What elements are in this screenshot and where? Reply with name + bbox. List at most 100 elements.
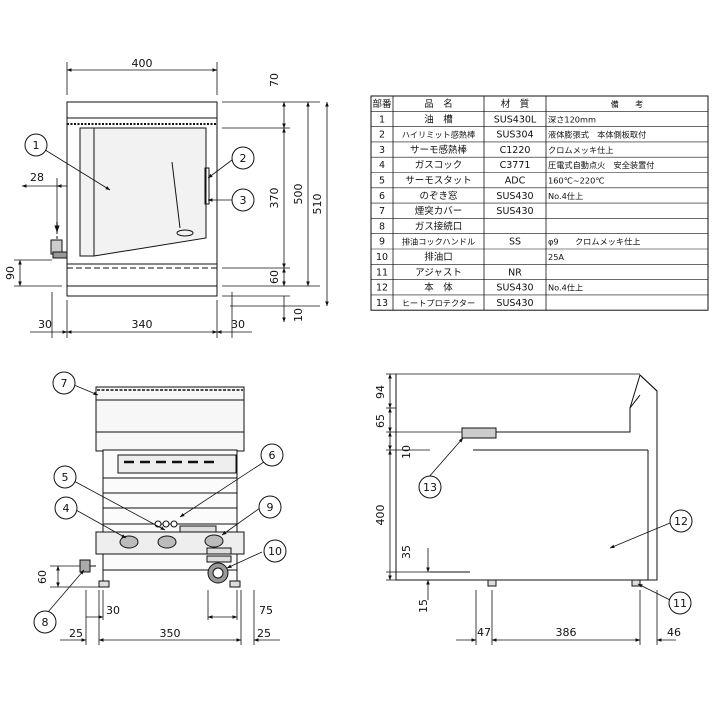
callout-4: 4 [54, 496, 78, 520]
table-cell: 10 [376, 252, 388, 263]
svg-text:3: 3 [240, 194, 247, 207]
table-cell: 本 体 [424, 282, 453, 294]
table-cell: 13 [376, 298, 388, 309]
dim-front-75: 75 [259, 604, 273, 617]
table-cell: 160℃~220℃ [548, 176, 605, 186]
dim-500: 500 [292, 184, 305, 205]
callout-2: 2 [231, 146, 255, 170]
dim-side-46: 46 [667, 626, 681, 639]
table-cell: 排油口 [424, 251, 453, 263]
heat-protector [461, 427, 497, 439]
oil-tank [79, 127, 207, 257]
front-view [79, 386, 245, 588]
dim-340: 340 [132, 318, 153, 331]
table-cell: C1220 [500, 145, 531, 156]
table-cell: 液体膨張式 本体側板取付 [548, 130, 646, 140]
table-cell: ガス接続口 [415, 220, 463, 232]
table-cell: NR [508, 267, 522, 278]
callout-11: 11 [668, 591, 692, 615]
front-gas-inlet [79, 559, 91, 573]
side-view-dimension-labels: 94 65 10 400 35 15 47 386 46 [374, 385, 681, 639]
callout-8: 8 [33, 610, 57, 634]
dim-left-30: 30 [38, 318, 52, 331]
svg-text:10: 10 [268, 545, 282, 558]
table-cell: 2 [379, 130, 385, 141]
callout-13: 13 [418, 475, 442, 499]
table-cell: 圧電式自動点火 安全装置付 [548, 160, 654, 170]
table-cell: SUS430L [494, 114, 537, 125]
table-cell: No.4仕上 [548, 283, 583, 293]
callout-12: 12 [669, 509, 693, 533]
dim-28: 28 [30, 171, 44, 184]
table-header-cell: 部番 [372, 98, 392, 110]
dim-side-15: 15 [417, 599, 430, 613]
table-cell: 12 [376, 283, 388, 294]
callout-1: 1 [24, 133, 48, 157]
svg-text:12: 12 [674, 515, 688, 528]
dim-370: 370 [268, 188, 281, 209]
table-cell: 6 [379, 191, 385, 202]
top-view-dimension-labels: 400 70 370 500 510 60 10 28 90 30 340 30 [4, 57, 324, 331]
table-cell: 8 [379, 221, 385, 232]
svg-text:7: 7 [61, 377, 68, 390]
table-cell: サーモスタット [405, 176, 472, 187]
table-cell: C3771 [500, 160, 531, 171]
table-cell: 煙突カバー [415, 205, 463, 217]
table-cell: ハイリミット感熱棒 [402, 130, 476, 140]
svg-text:13: 13 [423, 481, 437, 494]
dim-front-25-left: 25 [69, 627, 83, 640]
table-cell: 9 [379, 237, 385, 248]
table-header-cell: 備 考 [611, 99, 644, 109]
svg-text:5: 5 [62, 471, 69, 484]
dim-width-400: 400 [132, 57, 153, 70]
callout-3: 3 [231, 188, 255, 212]
gas-cock-left [119, 535, 139, 549]
leader-lines [41, 147, 671, 613]
svg-text:6: 6 [269, 449, 276, 462]
table-cell: 5 [379, 176, 385, 187]
dim-90: 90 [4, 266, 17, 280]
table-cell: SUS304 [496, 130, 533, 141]
callout-6: 6 [260, 443, 284, 467]
table-cell: 3 [379, 145, 385, 156]
top-view-dimensions [14, 62, 329, 338]
dim-right-30: 30 [231, 318, 245, 331]
table-cell: φ9 クロムメッキ仕上 [548, 237, 641, 247]
thermostat-knob [157, 535, 177, 549]
svg-text:1: 1 [33, 139, 40, 152]
dim-60: 60 [268, 270, 281, 284]
callout-7: 7 [52, 371, 76, 395]
dim-side-94: 94 [374, 385, 387, 399]
table-cell: アジャスト [415, 267, 462, 278]
front-view-dimensions [50, 565, 280, 645]
side-view [395, 374, 658, 587]
table-cell: 深さ120mm [548, 114, 596, 124]
dim-front-60: 60 [36, 570, 49, 584]
table-header-cell: 材 質 [501, 98, 530, 110]
table-cell: サーモ感熱棒 [410, 144, 468, 156]
table-cell: SUS430 [496, 298, 533, 309]
table-cell: 11 [376, 267, 388, 278]
dim-side-47: 47 [477, 626, 491, 639]
callout-9: 9 [258, 495, 282, 519]
top-view-outline [66, 101, 218, 297]
table-cell: ADC [505, 176, 526, 187]
dim-front-30: 30 [106, 604, 120, 617]
dim-side-400: 400 [374, 505, 387, 526]
table-cell: SUS430 [496, 283, 533, 294]
dim-10: 10 [292, 308, 305, 322]
table-cell: 油 槽 [424, 113, 453, 125]
dim-front-25-right: 25 [257, 627, 271, 640]
side-view-dimensions [386, 373, 676, 645]
dim-side-65: 65 [374, 414, 387, 428]
table-cell: ヒートプロテクター [402, 298, 475, 308]
table-cell: No.4仕上 [548, 191, 583, 201]
table-cell: SUS430 [496, 206, 533, 217]
top-view-section [50, 101, 218, 297]
dim-top-70: 70 [268, 73, 281, 87]
table-cell: 排油コックハンドル [402, 237, 475, 247]
dim-510: 510 [311, 194, 324, 215]
table-cell: ガスコック [415, 160, 463, 171]
